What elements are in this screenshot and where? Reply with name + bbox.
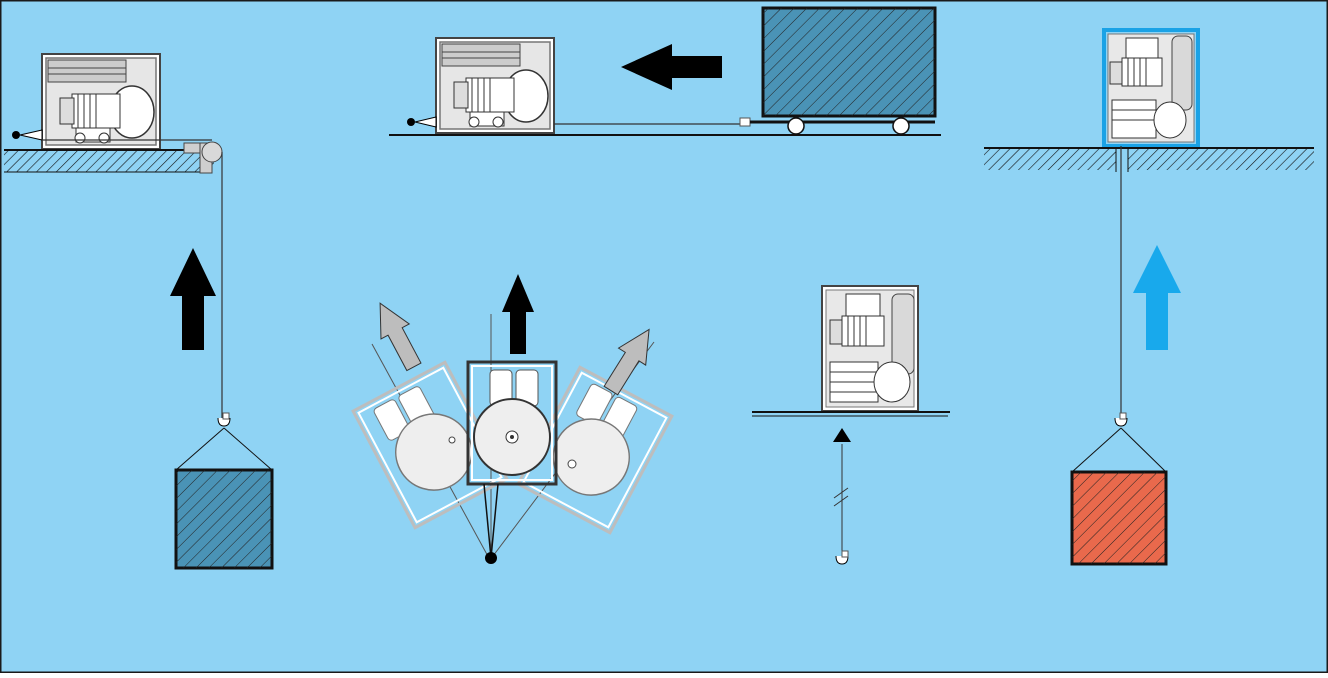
ceiling-slab-left — [984, 148, 1116, 170]
ceiling-winch-frame — [1102, 28, 1200, 148]
arrow-left-icon — [621, 44, 722, 90]
horizontal-winch-unit — [435, 37, 555, 134]
floor-winch-unit — [41, 53, 161, 150]
deflection-pulley-icon — [201, 141, 223, 163]
floor-slab-left — [4, 150, 214, 172]
scene-tilted-winch-angles — [351, 274, 674, 564]
center-winch-frame — [466, 360, 558, 486]
ceiling-slab-right — [1128, 148, 1314, 170]
wagon-wheel-left — [787, 117, 805, 135]
arrow-tilt-right-icon — [603, 328, 650, 396]
wagon-wheel-right — [892, 117, 910, 135]
arrow-up-center-icon — [502, 274, 534, 354]
small-up-triangle-icon — [833, 428, 851, 442]
scene-wall-winch — [752, 285, 950, 565]
scene-ceiling-winch-lift — [984, 28, 1314, 566]
scene-horizontal-pull — [389, 6, 941, 136]
arrow-tilt-left-icon — [379, 302, 422, 372]
arrow-up-icon — [170, 248, 216, 350]
scene-floor-winch-lift — [4, 53, 274, 570]
anchor-point-icon — [485, 552, 497, 564]
wall-winch-unit — [821, 285, 919, 412]
arrow-up-blue-icon — [1133, 245, 1181, 350]
